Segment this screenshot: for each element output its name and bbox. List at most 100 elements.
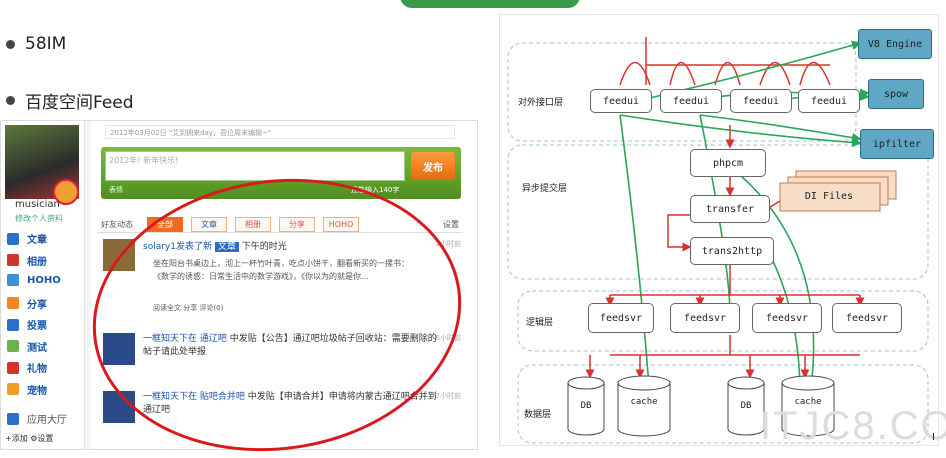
layer-label-logic: 逻辑层 xyxy=(526,318,554,328)
feed-settings-link[interactable]: 设置 xyxy=(443,220,459,229)
text-cursor-icon: I xyxy=(932,432,935,443)
sidebar-footer[interactable]: +添加 ⚙设置 xyxy=(5,434,54,443)
tab-share[interactable]: 分享 xyxy=(279,217,315,232)
node-feedsvr: feedsvr xyxy=(752,303,822,333)
layer-frame-async xyxy=(507,144,929,280)
compose-box: 2012年! 新年快乐! 发布 表情 还能输入140字 xyxy=(101,147,461,199)
sidebar-item-icon xyxy=(7,318,19,331)
edit-profile-link[interactable]: 修改个人资料 xyxy=(15,214,63,223)
feed-title[interactable]: 一框知天下在 贴吧合并吧 中发贴【申请合并】申请将内蒙古通辽吧合并到通辽吧 xyxy=(143,391,443,417)
feed-time: 1小时前 xyxy=(435,240,461,248)
tab-hoho[interactable]: HOHO xyxy=(323,217,359,232)
feed-user[interactable]: 一框知天下在 xyxy=(143,392,198,402)
sidebar-item[interactable]: HOHO xyxy=(7,274,61,286)
bullet-text: 百度空间Feed xyxy=(25,93,134,113)
tab-articles[interactable]: 文章 xyxy=(191,217,227,232)
feed-avatar[interactable] xyxy=(103,333,135,365)
architecture-diagram: 对外接口层 异步提交层 逻辑层 数据层 feedui feedui feedui… xyxy=(499,14,939,446)
di-files-front xyxy=(779,182,881,212)
feed-title-rest[interactable]: 中发贴【申请合并】申请将内蒙古通辽吧合并到通辽吧 xyxy=(143,392,437,415)
sidebar-item[interactable]: 应用大厅 xyxy=(7,411,67,426)
cylinder-db-1 xyxy=(567,376,605,436)
sidebar-item-label: 宠物 xyxy=(27,385,47,397)
space-sidebar: musician 修改个人资料 文章相册 HOHO 分享投票测试礼物宠物应用大厅 +… xyxy=(1,121,85,449)
feed-user[interactable]: solary1发表了新 xyxy=(143,242,212,252)
sidebar-item-label: 投票 xyxy=(27,321,47,332)
publish-button[interactable]: 发布 xyxy=(411,152,455,180)
sidebar-item-icon xyxy=(7,297,19,309)
feed-title-rest[interactable]: 中发贴【公告】通辽吧垃圾帖子回收站：需要删除的帖子请此处举报 xyxy=(143,334,437,357)
bullet-text: 58IM xyxy=(25,34,67,54)
sidebar-item[interactable]: 测试 xyxy=(7,339,47,354)
feed-item: 一框知天下在 通辽吧 中发贴【公告】通辽吧垃圾帖子回收站：需要删除的帖子请此处举… xyxy=(101,333,461,373)
tab-albums[interactable]: 相册 xyxy=(235,217,271,232)
feed-time: 7小时前 xyxy=(435,392,461,400)
status-line: 2012年03月02日 "艾到拥来day，吾位周末编辑~" xyxy=(105,125,455,139)
sidebar-item-label: 礼物 xyxy=(27,364,47,375)
feed-tag[interactable]: 通辽吧 xyxy=(199,334,227,344)
sidebar-item-icon xyxy=(7,232,19,245)
feed-avatar[interactable] xyxy=(103,391,135,423)
node-transfer: transfer xyxy=(690,195,770,223)
sidebar-item[interactable]: 分享 xyxy=(7,296,47,311)
cylinder-cache-2 xyxy=(781,375,835,437)
node-feedsvr: feedsvr xyxy=(670,303,740,333)
cylinder-cache-1 xyxy=(617,375,671,437)
node-feedui: feedui xyxy=(590,89,652,113)
node-trans2http: trans2http xyxy=(690,237,774,265)
emoji-link[interactable]: 表情 xyxy=(109,186,123,194)
feed-tag[interactable]: 文章 xyxy=(214,242,239,252)
feed-title-rest[interactable]: 下午的时光 xyxy=(241,242,287,252)
username[interactable]: musician xyxy=(15,199,60,210)
sidebar-item-label: HOHO xyxy=(27,274,61,286)
feed-body: 坐在阳台书桌边上，沏上一杯竹叶青，吃点小饼干，翻看新买的一摞书：《数学的诱惑：日… xyxy=(153,259,409,281)
sidebar-item-icon xyxy=(7,340,19,352)
node-feedsvr: feedsvr xyxy=(832,303,902,333)
bullet-dot-icon xyxy=(6,96,15,105)
feed-tag[interactable]: 贴吧合并吧 xyxy=(199,392,245,402)
node-db: DB xyxy=(580,401,592,411)
node-feedsvr: feedsvr xyxy=(588,303,654,333)
tab-all[interactable]: 全部 xyxy=(147,217,183,232)
sidebar-item-label: 相册 xyxy=(27,256,47,268)
feed-title[interactable]: solary1发表了新 文章 下午的时光 xyxy=(143,239,287,252)
layer-label-data: 数据层 xyxy=(524,410,552,420)
node-feedui: feedui xyxy=(730,89,792,113)
sidebar-item[interactable]: 相册 xyxy=(7,253,47,268)
sidebar-item[interactable]: 礼物 xyxy=(7,360,47,375)
service-v8-engine: V8 Engine xyxy=(858,29,932,59)
di-files-label: DI Files xyxy=(804,190,854,202)
sidebar-item-icon xyxy=(7,254,19,266)
cylinder-db-2 xyxy=(727,376,765,436)
node-db: DB xyxy=(740,401,752,411)
compose-input[interactable]: 2012年! 新年快乐! xyxy=(105,151,405,181)
sidebar-item[interactable]: 文章 xyxy=(7,231,47,246)
sidebar-item-label: 文章 xyxy=(27,235,47,246)
sidebar-item-label: 分享 xyxy=(27,299,47,311)
feed-tabs: 好友动态 全部 文章 相册 分享 HOHO 设置 xyxy=(97,217,463,233)
bullet-dot-icon xyxy=(6,39,15,49)
bullet-baidu-feed: 百度空间Feed xyxy=(6,88,134,113)
node-feedui: feedui xyxy=(798,89,860,113)
sidebar-item-icon xyxy=(7,274,19,286)
layer-label-interface: 对外接口层 xyxy=(518,98,564,108)
sidebar-item[interactable]: 投票 xyxy=(7,317,47,332)
feed-tabs-label: 好友动态 xyxy=(101,220,133,229)
node-cache: cache xyxy=(794,397,822,407)
service-spow: spow xyxy=(868,79,924,109)
feed-time: 6小时前 xyxy=(435,334,461,342)
service-ipfilter: ipfilter xyxy=(860,129,934,159)
layer-label-async: 异步提交层 xyxy=(522,184,568,194)
feed-actions[interactable]: 阅读全文 分享 评论(0) xyxy=(153,304,224,312)
feed-title[interactable]: 一框知天下在 通辽吧 中发贴【公告】通辽吧垃圾帖子回收站：需要删除的帖子请此处举… xyxy=(143,333,443,359)
sidebar-item-icon xyxy=(7,412,19,425)
avatar-badge-icon xyxy=(53,179,79,205)
node-feedui: feedui xyxy=(660,89,722,113)
feed-avatar[interactable] xyxy=(103,239,135,271)
feed-item: solary1发表了新 文章 下午的时光 1小时前 坐在阳台书桌边上，沏上一杯竹… xyxy=(101,239,461,319)
layer-frame-data xyxy=(517,364,929,444)
space-main: 2012年03月02日 "艾到拥来day，吾位周末编辑~" 2012年! 新年快… xyxy=(91,121,477,449)
sidebar-item[interactable]: 宠物 xyxy=(7,382,47,397)
feed-user[interactable]: 一框知天下在 xyxy=(143,334,198,344)
